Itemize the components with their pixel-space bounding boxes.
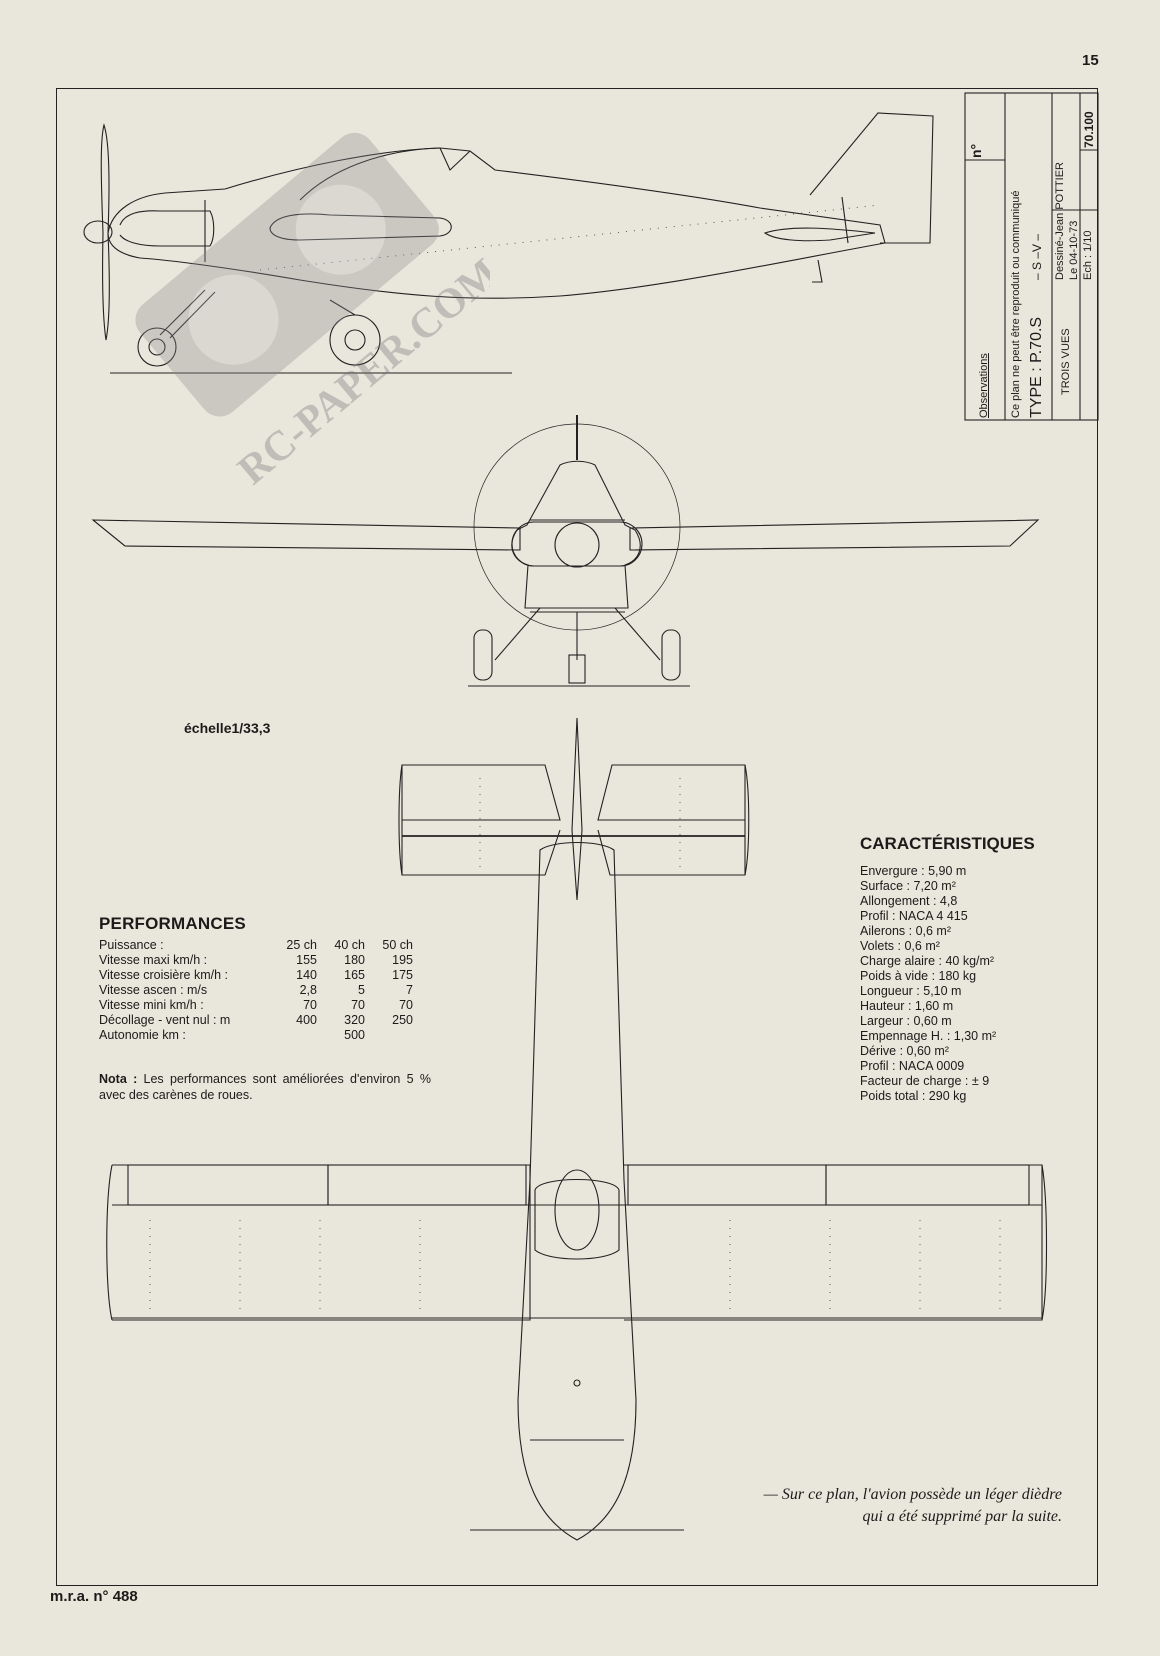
drawing-frame bbox=[56, 88, 1098, 1586]
plan-number: 70.100 bbox=[1082, 111, 1096, 148]
list-item: Profil : NACA 4 415 bbox=[860, 909, 968, 923]
row-label: Autonomie km : bbox=[99, 1028, 186, 1042]
row-label: Vitesse mini km/h : bbox=[99, 998, 204, 1012]
table-row: Vitesse ascen : m/s 2,8 5 7 bbox=[99, 983, 413, 998]
scale-label: échelle1/33,3 bbox=[184, 720, 271, 736]
views-label: TROIS VUES bbox=[1060, 328, 1072, 395]
date-label: Le 04-10-73 bbox=[1068, 220, 1080, 280]
list-item: Charge alaire : 40 kg/m² bbox=[860, 954, 995, 968]
list-item: Empennage H. : 1,30 m² bbox=[860, 1029, 997, 1043]
table-row: Puissance : 25 ch 40 ch 50 ch bbox=[99, 938, 413, 953]
side-view bbox=[83, 112, 934, 374]
title-block bbox=[964, 92, 1099, 421]
list-item: Poids à vide : 180 kg bbox=[860, 969, 977, 983]
row-label: Vitesse maxi km/h : bbox=[99, 953, 208, 967]
cell: 175 bbox=[392, 968, 413, 982]
scale-box: Ech : 1/10 bbox=[1082, 230, 1094, 280]
observations-label: Observations bbox=[978, 353, 990, 418]
list-item: Largeur : 0,60 m bbox=[860, 1014, 952, 1028]
type-suffix: – S –V – bbox=[1030, 233, 1044, 280]
list-item: Facteur de charge : ± 9 bbox=[860, 1074, 990, 1088]
list-item: Dérive : 0,60 m² bbox=[860, 1044, 949, 1058]
cell: 250 bbox=[392, 1013, 413, 1027]
row-label: Puissance : bbox=[99, 938, 164, 952]
type-label: TYPE : P.70.S bbox=[1028, 316, 1045, 418]
cell: 400 bbox=[296, 1013, 317, 1027]
characteristics-title: CARACTÉRISTIQUES bbox=[860, 834, 1035, 853]
column-header: 50 ch bbox=[382, 938, 413, 952]
list-item: Hauteur : 1,60 m bbox=[860, 999, 954, 1013]
list-item: Allongement : 4,8 bbox=[860, 894, 958, 908]
remark-caption: — Sur ce plan, l'avion possède un léger … bbox=[763, 1486, 1062, 1525]
note-text: Les performances sont améliorées d'envir… bbox=[99, 1072, 431, 1102]
characteristics-list: Envergure : 5,90 m Surface : 7,20 m² All… bbox=[860, 864, 996, 1104]
column-header: 40 ch bbox=[334, 938, 365, 952]
cell: 70 bbox=[351, 998, 365, 1012]
watermark-logo: RC-PAPER.COM bbox=[135, 132, 490, 494]
list-item: Surface : 7,20 m² bbox=[860, 879, 956, 893]
notice-text: Ce plan ne peut être reproduit ou commun… bbox=[1010, 190, 1022, 418]
list-item: Volets : 0,6 m² bbox=[860, 939, 940, 953]
cell: 140 bbox=[296, 968, 317, 982]
note-label: Nota : bbox=[99, 1072, 138, 1086]
cell: 5 bbox=[358, 983, 365, 997]
cell: 165 bbox=[344, 968, 365, 982]
cell: 500 bbox=[344, 1028, 365, 1042]
footer-magazine-issue: m.r.a. n° 488 bbox=[50, 1588, 138, 1605]
cell: 7 bbox=[406, 983, 413, 997]
column-header: 25 ch bbox=[286, 938, 317, 952]
front-view bbox=[91, 415, 1040, 687]
table-row: Autonomie km : 500 bbox=[99, 1028, 413, 1043]
cell: 70 bbox=[399, 998, 413, 1012]
cell: 180 bbox=[344, 953, 365, 967]
table-row: Vitesse croisière km/h : 140 165 175 bbox=[99, 968, 413, 983]
performances-table: Puissance : 25 ch 40 ch 50 ch Vitesse ma… bbox=[99, 938, 413, 1043]
top-view bbox=[106, 717, 1048, 1541]
performances-title: PERFORMANCES bbox=[99, 914, 246, 933]
drawn-by: Dessiné-Jean POTTIER bbox=[1054, 162, 1066, 280]
list-item: Longueur : 5,10 m bbox=[860, 984, 962, 998]
list-item: Ailerons : 0,6 m² bbox=[860, 924, 952, 938]
cell: 195 bbox=[392, 953, 413, 967]
table-row: Vitesse mini km/h : 70 70 70 bbox=[99, 998, 413, 1013]
cell: 320 bbox=[344, 1013, 365, 1027]
cell: 70 bbox=[303, 998, 317, 1012]
row-label: Vitesse ascen : m/s bbox=[99, 983, 208, 997]
cell bbox=[269, 1028, 317, 1043]
list-item: Envergure : 5,90 m bbox=[860, 864, 967, 878]
list-item: Profil : NACA 0009 bbox=[860, 1059, 965, 1073]
list-item: Poids total : 290 kg bbox=[860, 1089, 967, 1103]
cell: 155 bbox=[296, 953, 317, 967]
performances-note: Nota : Les performances sont améliorées … bbox=[99, 1072, 431, 1103]
number-label: n° bbox=[968, 143, 984, 158]
table-row: Décollage - vent nul : m 400 320 250 bbox=[99, 1013, 413, 1028]
table-row: Vitesse maxi km/h : 155 180 195 bbox=[99, 953, 413, 968]
row-label: Vitesse croisière km/h : bbox=[99, 968, 228, 982]
row-label: Décollage - vent nul : m bbox=[99, 1013, 231, 1027]
page-number: 15 bbox=[1082, 52, 1099, 69]
cell: 2,8 bbox=[299, 983, 317, 997]
cell bbox=[365, 1028, 413, 1043]
